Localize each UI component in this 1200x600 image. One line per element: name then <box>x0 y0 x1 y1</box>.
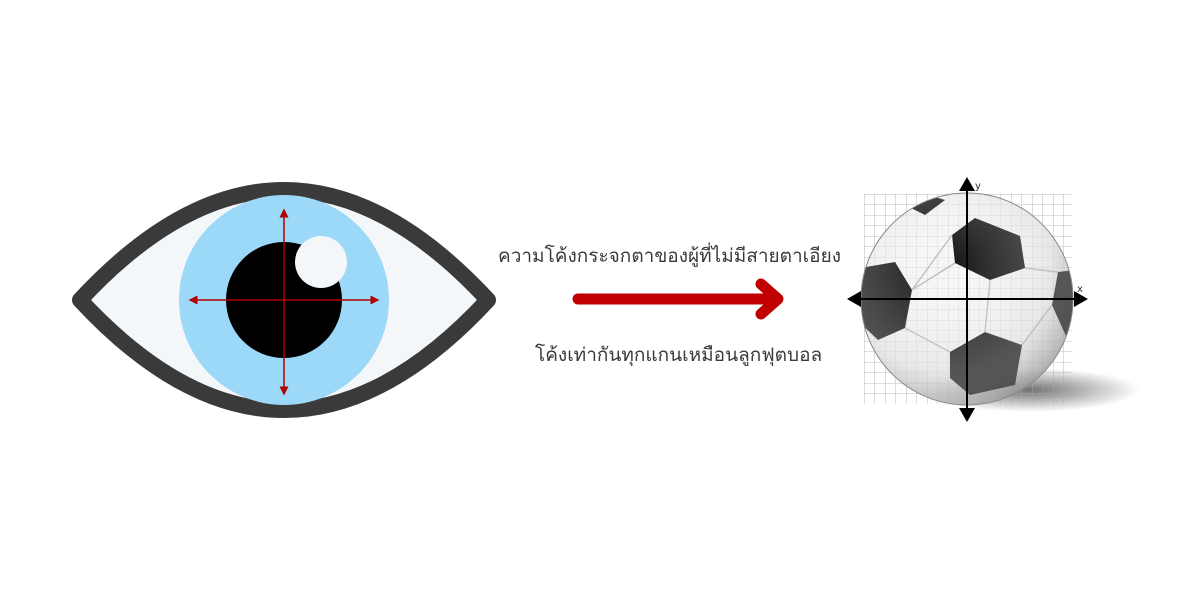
y-axis-label: y <box>975 181 981 192</box>
caption-top: ความโค้งกระจกตาของผู้ที่ไม่มีสายตาเอียง <box>498 245 841 267</box>
eye-highlight <box>295 236 347 288</box>
crosshair-icon <box>188 208 380 396</box>
graph-axes <box>847 177 1088 422</box>
eye-icon <box>72 182 496 418</box>
arrow-right-icon <box>572 278 784 320</box>
x-axis-label: x <box>1077 284 1083 295</box>
soccer-ball-icon <box>860 192 1140 412</box>
caption-bottom: โค้งเท่ากันทุกแกนเหมือนลูกฟุตบอล <box>535 344 823 366</box>
